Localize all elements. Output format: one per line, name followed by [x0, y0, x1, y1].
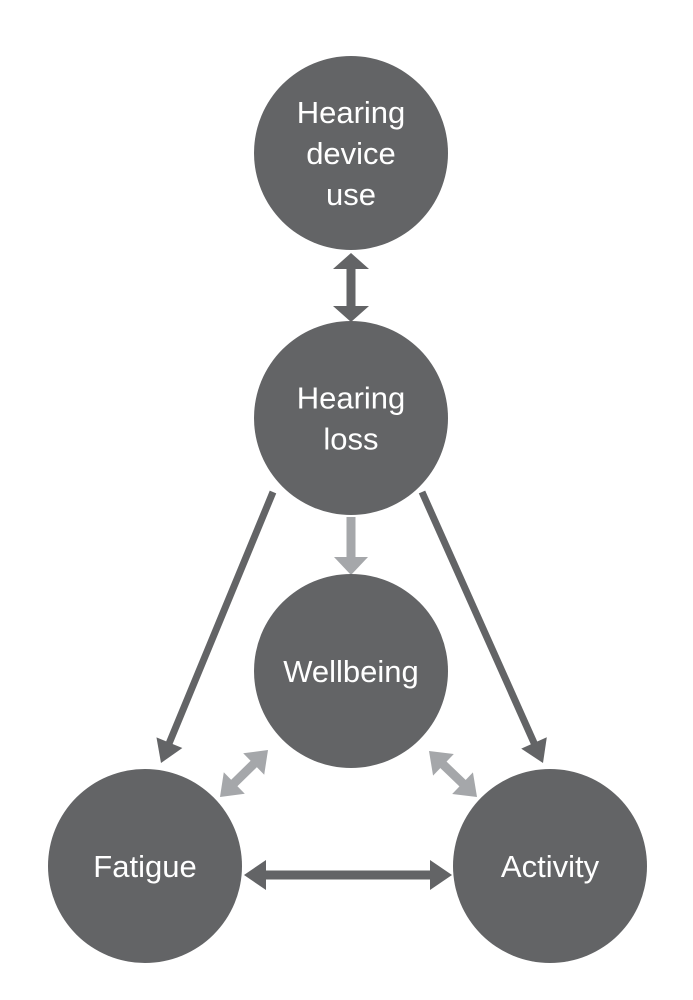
edge-hearing-loss-to-wellbeing	[334, 517, 368, 575]
arrowhead	[333, 306, 369, 322]
node-wellbeing: Wellbeing	[254, 574, 448, 768]
node-label: Wellbeing	[283, 654, 419, 689]
arrowhead	[220, 772, 245, 797]
edge-hearing-loss-to-activity	[418, 490, 547, 763]
arrowhead	[243, 750, 268, 775]
arrowhead	[521, 737, 547, 763]
nodes-layer: HearingdeviceuseHearinglossWellbeingFati…	[48, 56, 647, 963]
arrowhead	[430, 860, 452, 890]
node-label: use	[326, 177, 376, 212]
edge-hearing-device-use-to-hearing-loss	[333, 253, 369, 322]
arrowhead	[334, 557, 368, 575]
edge-wellbeing-to-activity	[429, 751, 477, 797]
edge-shaft	[165, 490, 277, 745]
edge-shaft	[230, 760, 258, 787]
node-label: Fatigue	[93, 849, 196, 884]
edges-layer	[156, 253, 547, 890]
edge-fatigue-to-wellbeing	[220, 750, 268, 797]
edge-shaft	[439, 760, 467, 788]
arrowhead	[244, 860, 266, 890]
node-activity: Activity	[453, 769, 647, 963]
node-hearing-loss: Hearing loss	[254, 321, 448, 515]
edge-shaft	[418, 490, 538, 746]
arrowhead	[429, 751, 454, 776]
node-label: device	[306, 136, 396, 171]
node-circle	[254, 574, 448, 768]
node-circle	[453, 769, 647, 963]
edge-fatigue-to-activity	[244, 860, 452, 890]
arrowhead	[452, 772, 477, 797]
node-label: Hearing	[297, 95, 406, 130]
arrowhead	[156, 737, 183, 763]
arrowhead	[333, 253, 369, 269]
node-label: Hearing	[297, 381, 406, 416]
edge-hearing-loss-to-fatigue	[156, 490, 277, 763]
node-circle	[254, 321, 448, 515]
node-hearing-device-use: Hearing device use	[254, 56, 448, 250]
node-label: loss	[323, 422, 378, 457]
node-label: Activity	[501, 849, 600, 884]
node-circle	[254, 56, 448, 250]
node-fatigue: Fatigue	[48, 769, 242, 963]
node-circle	[48, 769, 242, 963]
